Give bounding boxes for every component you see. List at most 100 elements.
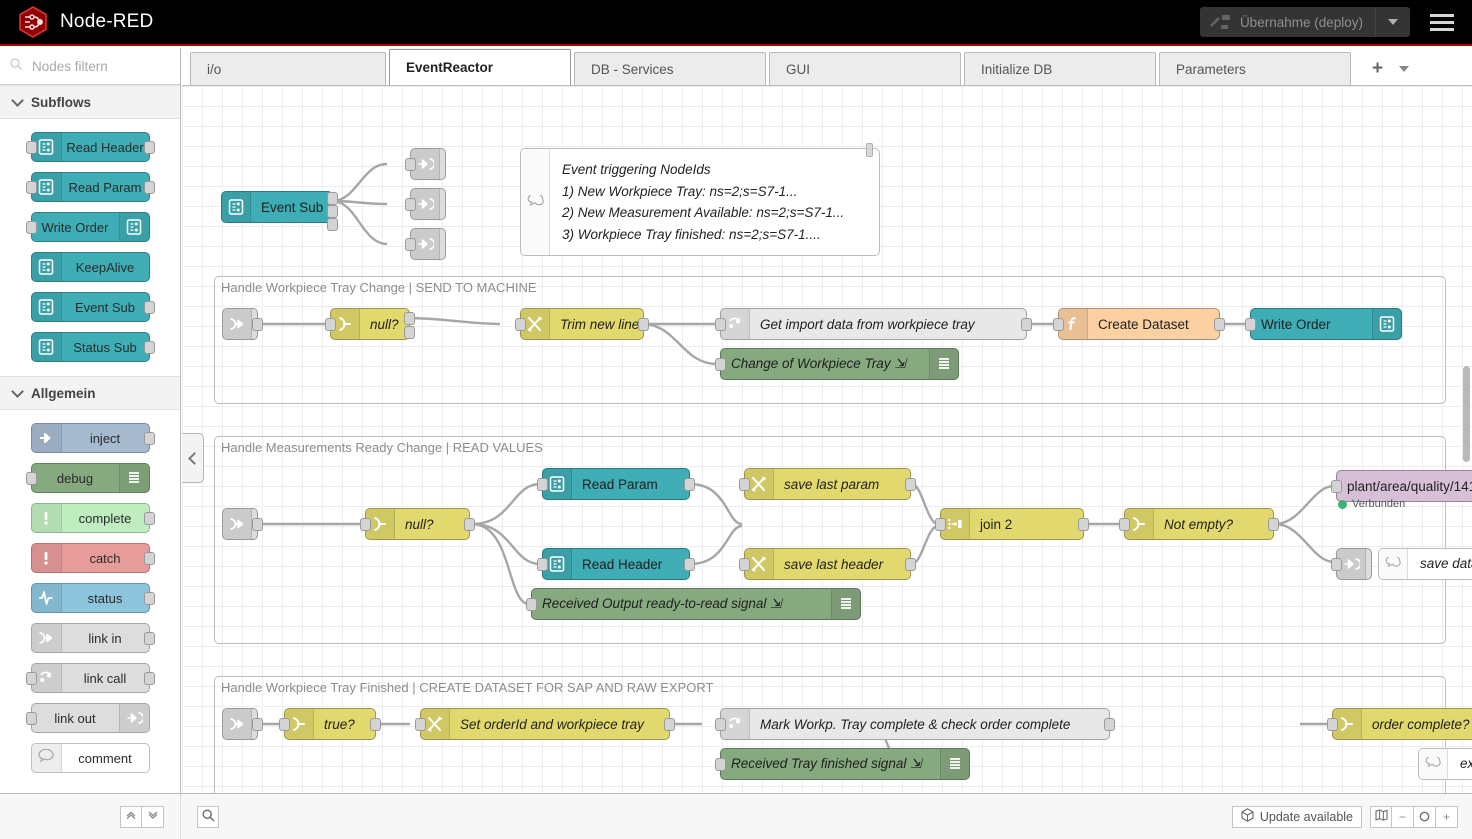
palette-node-link-call[interactable]: link call (25, 663, 155, 693)
node-input-port[interactable] (1331, 558, 1342, 571)
node-comment-save-dataset[interactable]: save dataset to cache (1378, 548, 1472, 580)
tab-gui[interactable]: GUI (769, 52, 961, 85)
node-input-port[interactable] (739, 558, 750, 571)
palette-node-write-order[interactable]: Write Order (25, 212, 150, 242)
palette-search[interactable] (0, 48, 180, 85)
node-output-port[interactable] (1268, 518, 1279, 531)
palette-node-catch[interactable]: catch (30, 543, 155, 573)
node-output-port[interactable] (252, 518, 263, 531)
node-output-port[interactable] (143, 552, 155, 565)
palette-search-input[interactable] (30, 57, 170, 75)
node-switch-true[interactable]: true? (279, 708, 381, 740)
node-comment-export-entire-order[interactable]: export entire order (1418, 748, 1472, 780)
tab-eventreactor[interactable]: EventReactor (389, 49, 571, 85)
node-input-port[interactable] (25, 221, 37, 234)
navigator-toggle-button[interactable] (1370, 805, 1392, 828)
node-output-port[interactable] (1021, 318, 1032, 331)
node-link-out-2[interactable] (405, 188, 446, 220)
node-input-port[interactable] (739, 478, 750, 491)
palette-node-debug[interactable]: debug (25, 463, 150, 493)
node-output-port[interactable] (143, 592, 155, 605)
node-input-port[interactable] (325, 318, 336, 331)
palette-collapse-button[interactable] (182, 433, 204, 483)
node-link-in-g2[interactable] (222, 508, 263, 540)
node-input-port[interactable] (537, 558, 548, 571)
node-link-in-g1[interactable] (222, 308, 263, 340)
node-input-port[interactable] (25, 712, 37, 725)
node-link-out-1[interactable] (405, 148, 446, 180)
node-input-port[interactable] (25, 141, 37, 154)
node-link-out-cache[interactable] (1331, 548, 1372, 580)
node-input-port[interactable] (1327, 718, 1338, 731)
deploy-button[interactable]: Übernahme (deploy) (1199, 7, 1410, 37)
palette-node-complete[interactable]: complete (30, 503, 155, 533)
node-output-port[interactable] (143, 432, 155, 445)
group-measurements-ready-change[interactable]: Handle Measurements Ready Change | READ … (214, 436, 1446, 644)
node-output-port[interactable] (905, 558, 916, 571)
node-mqtt-out-plant-area-quality[interactable]: plant/area/quality/1411005/raw (1331, 470, 1472, 502)
node-input-port[interactable] (360, 518, 371, 531)
node-read-header[interactable]: Read Header (537, 548, 695, 580)
chevron-down-icon[interactable] (1399, 65, 1410, 72)
node-input-port[interactable] (515, 318, 526, 331)
palette-node-link-in[interactable]: link in (30, 623, 155, 653)
canvas-vertical-scrollbar[interactable] (1463, 366, 1470, 462)
node-output-port-1[interactable] (404, 312, 415, 325)
node-output-port-2[interactable] (327, 205, 338, 218)
node-create-dataset[interactable]: Create Dataset (1053, 308, 1225, 340)
zoom-in-button[interactable]: + (1436, 805, 1458, 828)
node-write-order[interactable]: Write Order (1245, 308, 1402, 340)
node-output-port[interactable] (143, 301, 155, 314)
node-output-port[interactable] (370, 718, 381, 731)
zoom-out-button[interactable]: − (1392, 805, 1414, 828)
node-input-port[interactable] (1053, 318, 1064, 331)
tab-initialize-db[interactable]: Initialize DB (964, 52, 1156, 85)
palette-node-read-header[interactable]: Read Header (25, 132, 155, 162)
node-debug-change-workpiece-tray[interactable]: Change of Workpiece Tray ⇲ (715, 348, 959, 380)
palette-node-keepalive[interactable]: KeepAlive (30, 252, 150, 282)
node-event-sub[interactable]: Event Sub (221, 191, 338, 231)
node-input-port[interactable] (715, 758, 726, 771)
palette-node-link-out[interactable]: link out (25, 703, 150, 733)
node-save-last-param[interactable]: save last param (739, 468, 916, 500)
node-output-port[interactable] (143, 512, 155, 525)
node-input-port[interactable] (1331, 480, 1342, 493)
palette-node-comment[interactable]: comment (30, 743, 150, 773)
node-output-port[interactable] (684, 558, 695, 571)
node-input-port[interactable] (715, 718, 726, 731)
node-output-port[interactable] (252, 718, 263, 731)
node-output-port-3[interactable] (327, 218, 338, 231)
node-output-port[interactable] (1078, 518, 1089, 531)
node-output-port[interactable] (905, 478, 916, 491)
node-output-port[interactable] (143, 181, 155, 194)
palette-category-allgemein[interactable]: Allgemein (0, 376, 180, 410)
node-link-in-g3[interactable] (222, 708, 263, 740)
node-input-port[interactable] (715, 318, 726, 331)
node-output-port[interactable] (143, 341, 155, 354)
node-input-port[interactable] (935, 518, 946, 531)
node-output-port[interactable] (252, 318, 263, 331)
palette-category-subflows[interactable]: Subflows (0, 85, 180, 119)
node-join-2[interactable]: join 2 (935, 508, 1089, 540)
hamburger-menu-icon[interactable] (1426, 10, 1458, 35)
node-output-port[interactable] (664, 718, 675, 731)
node-input-port[interactable] (415, 718, 426, 731)
node-switch-not-empty[interactable]: Not empty? (1119, 508, 1279, 540)
node-output-port[interactable] (143, 141, 155, 154)
node-input-port[interactable] (25, 672, 37, 685)
node-input-port[interactable] (279, 718, 290, 731)
node-input-port[interactable] (537, 478, 548, 491)
palette-node-read-param[interactable]: Read Param (25, 172, 155, 202)
node-output-port[interactable] (684, 478, 695, 491)
node-link-out-3[interactable] (405, 228, 446, 260)
tab-db-services[interactable]: DB - Services (574, 52, 766, 85)
node-debug-tray-finished[interactable]: Received Tray finished signal ⇲ (715, 748, 970, 780)
node-output-port[interactable] (143, 632, 155, 645)
node-read-param[interactable]: Read Param (537, 468, 695, 500)
node-input-port[interactable] (25, 472, 37, 485)
node-switch-null-g2[interactable]: null? (360, 508, 475, 540)
node-save-last-header[interactable]: save last header (739, 548, 916, 580)
palette-node-status-sub[interactable]: Status Sub (30, 332, 155, 362)
deploy-dropdown-button[interactable] (1375, 7, 1410, 37)
